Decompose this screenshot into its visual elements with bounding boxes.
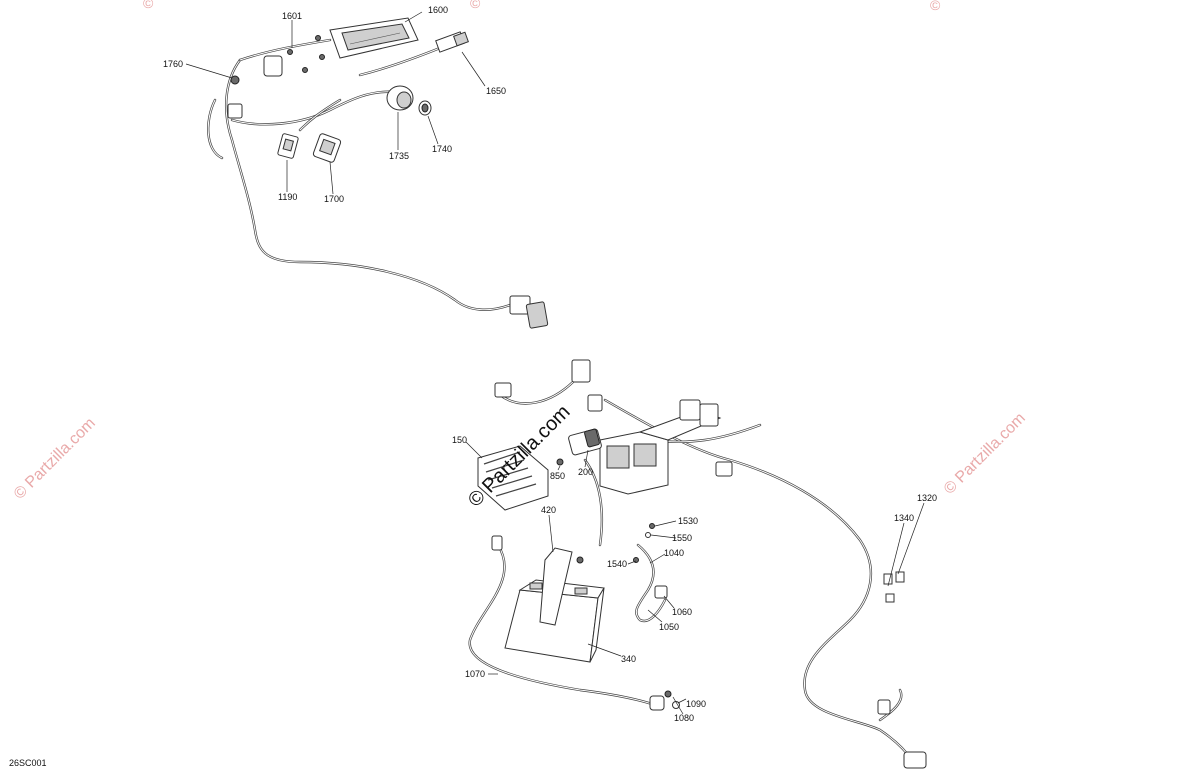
callout-1740: 1740 xyxy=(432,144,452,154)
callout-1550: 1550 xyxy=(672,533,692,543)
callout-1735: 1735 xyxy=(389,151,409,161)
callout-1530: 1530 xyxy=(678,516,698,526)
nut-850-part xyxy=(556,458,564,466)
starter-relay-part xyxy=(568,428,602,456)
callout-850: 850 xyxy=(550,471,565,481)
switch-1190-part xyxy=(277,133,299,159)
watermark-right: © Partzilla.com xyxy=(941,410,1029,498)
callout-1320: 1320 xyxy=(917,493,937,503)
watermark-top-3: © xyxy=(930,0,941,13)
watermark-left: © Partzilla.com xyxy=(11,415,99,503)
callout-200: 200 xyxy=(578,467,593,477)
callout-1760: 1760 xyxy=(163,59,183,69)
watermark-top-2: © xyxy=(470,0,481,11)
harness-end-connector-lower xyxy=(877,699,927,769)
callout-1600: 1600 xyxy=(428,5,448,15)
callout-150: 150 xyxy=(452,435,467,445)
callout-1540: 1540 xyxy=(607,559,627,569)
callout-1060: 1060 xyxy=(672,607,692,617)
harness-end-connector-part xyxy=(509,295,549,329)
lower-harness-assembly xyxy=(468,359,927,769)
watermark-top-1: © xyxy=(143,0,154,11)
gauge-display-part xyxy=(329,17,419,59)
connector-1700-part xyxy=(312,133,342,163)
watermark-top-edge: © © © xyxy=(143,0,941,13)
harness-connector-part xyxy=(435,31,469,53)
callout-1090: 1090 xyxy=(686,699,706,709)
cable-ties-part xyxy=(883,571,905,603)
harness-clip-part xyxy=(227,55,283,119)
callout-labels: 1601 1600 1760 1650 1735 1740 1190 1700 … xyxy=(163,5,937,723)
watermark-left-text: Partzilla.com xyxy=(22,415,99,492)
leader-lines xyxy=(185,11,925,715)
upper-harness-assembly xyxy=(207,17,549,329)
fuse-box-part xyxy=(599,409,722,495)
callout-420: 420 xyxy=(541,505,556,515)
battery-cable-1070 xyxy=(468,535,680,711)
harness-connectors-top xyxy=(494,359,733,477)
callout-1601: 1601 xyxy=(282,11,302,21)
callout-1700: 1700 xyxy=(324,194,344,204)
voltage-regulator-part xyxy=(477,445,549,511)
fastener-set-part xyxy=(633,523,655,563)
battery-cable-1050 xyxy=(635,543,668,623)
callout-1080: 1080 xyxy=(674,713,694,723)
watermarks: © Partzilla.com © Partzilla.com © Partzi… xyxy=(11,0,1029,512)
callout-340: 340 xyxy=(621,654,636,664)
diagram-code: 26SC001 xyxy=(9,758,47,768)
lamp-socket-part xyxy=(386,85,432,116)
callout-1190: 1190 xyxy=(278,192,297,202)
battery-strap-part xyxy=(539,547,584,626)
screw-set-part xyxy=(287,35,325,73)
callout-1650: 1650 xyxy=(486,86,506,96)
callout-1050: 1050 xyxy=(659,622,679,632)
watermark-right-text: Partzilla.com xyxy=(952,410,1029,487)
callout-1070: 1070 xyxy=(465,669,485,679)
callout-1340: 1340 xyxy=(894,513,914,523)
callout-1040: 1040 xyxy=(664,548,684,558)
